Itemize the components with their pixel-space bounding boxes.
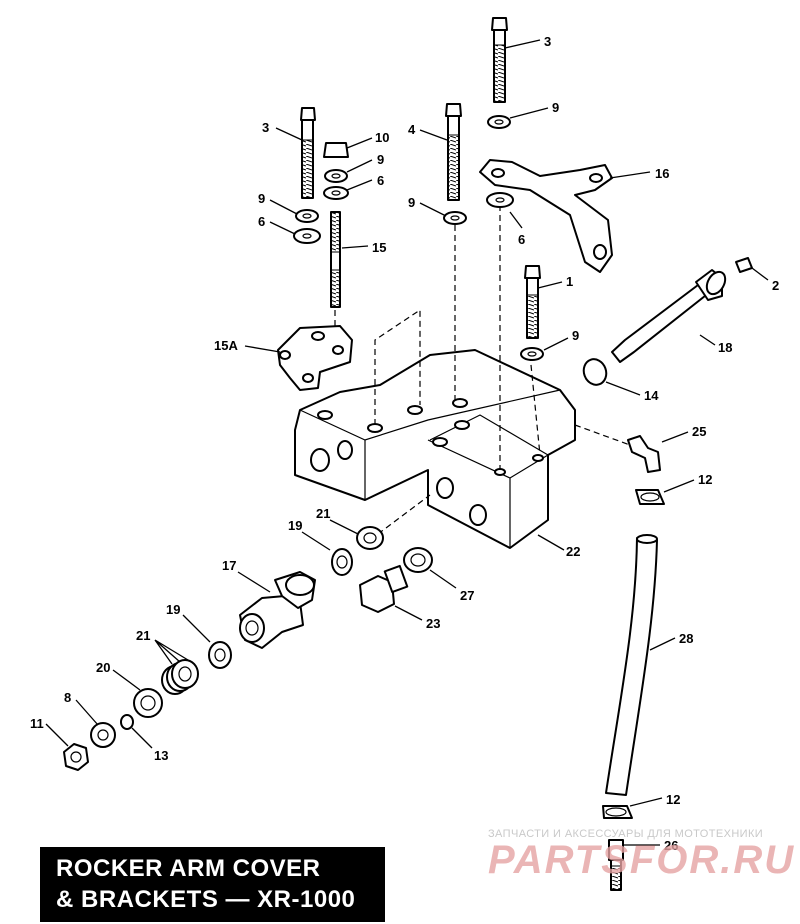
callout-3: 3 [262, 120, 269, 135]
washer-8 [90, 722, 116, 748]
callout-10: 10 [375, 130, 389, 145]
breather-18 [611, 269, 727, 363]
callout-12: 12 [698, 472, 712, 487]
callout-12: 12 [666, 792, 680, 807]
callout-27: 27 [460, 588, 474, 603]
callout-3: 3 [544, 34, 551, 49]
callout-15a: 15A [214, 338, 238, 353]
banjo-fitting-17 [239, 571, 316, 649]
bracket-15a [277, 325, 353, 391]
callout-22: 22 [566, 544, 580, 559]
bracket-16 [479, 159, 613, 273]
o-ring-14 [582, 358, 608, 386]
title-line-2: & BRACKETS — XR-1000 [56, 886, 356, 913]
rocker-arm-cover [294, 349, 576, 549]
callout-15: 15 [372, 240, 386, 255]
washer-21-upper [356, 526, 384, 550]
bolt-3-upper [491, 17, 508, 103]
callout-25: 25 [692, 424, 706, 439]
callout-9: 9 [552, 100, 559, 115]
callout-19: 19 [288, 518, 302, 533]
callout-9: 9 [572, 328, 579, 343]
callout-16: 16 [655, 166, 669, 181]
callout-4: 4 [408, 122, 416, 137]
spacer-19-upper [331, 548, 353, 576]
washers-and-nuts [293, 115, 753, 361]
callout-2: 2 [772, 278, 779, 293]
callout-21: 21 [316, 506, 330, 521]
callout-20: 20 [96, 660, 110, 675]
hose-28 [605, 534, 658, 796]
callout-19: 19 [166, 602, 180, 617]
bolt-4 [445, 103, 462, 201]
callout-13: 13 [154, 748, 168, 763]
callout-9: 9 [258, 191, 265, 206]
callout-8: 8 [64, 690, 71, 705]
callout-11: 11 [30, 716, 44, 731]
callout-6: 6 [377, 173, 384, 188]
callout-17: 17 [222, 558, 236, 573]
washers-21-stack [161, 659, 199, 695]
callout-26: 26 [664, 838, 678, 853]
spacer-19-lower [208, 641, 232, 669]
callout-23: 23 [426, 616, 440, 631]
stud-15 [330, 211, 341, 308]
watermark-logo: PARTSFOR.RU [488, 838, 796, 882]
nut-11 [63, 743, 89, 771]
bolt-1 [524, 265, 541, 339]
bolt-3-left [300, 107, 316, 199]
bolt-23 [359, 564, 409, 613]
title-line-1: ROCKER ARM COVER [56, 855, 321, 882]
callout-9: 9 [408, 195, 415, 210]
elbow-fitting-25 [627, 435, 661, 473]
callout-6: 6 [518, 232, 525, 247]
clamp-12-lower [602, 805, 633, 819]
nut-20 [133, 688, 163, 718]
callout-18: 18 [718, 340, 732, 355]
watermark-caption: ЗАПЧАСТИ И АКСЕССУАРЫ ДЛЯ МОТОТЕХНИКИ [488, 828, 764, 840]
callout-6: 6 [258, 214, 265, 229]
watermark: ЗАПЧАСТИ И АКСЕССУАРЫ ДЛЯ МОТОТЕХНИКИ PA… [488, 828, 796, 883]
leader-lines [45, 39, 769, 846]
callout-14: 14 [644, 388, 659, 403]
callout-1: 1 [566, 274, 573, 289]
callout-9: 9 [377, 152, 384, 167]
callout-21: 21 [136, 628, 150, 643]
clamp-12-upper [635, 489, 665, 505]
fitting-26 [608, 839, 624, 891]
callout-labels: 3 9 3 10 9 6 9 6 4 9 15 6 16 1 2 9 15A 1… [30, 34, 779, 853]
o-ring-13 [120, 714, 134, 730]
diagram-title-box: ROCKER ARM COVER & BRACKETS — XR-1000 [40, 847, 385, 922]
washer-27 [403, 547, 433, 573]
callout-28: 28 [679, 631, 693, 646]
